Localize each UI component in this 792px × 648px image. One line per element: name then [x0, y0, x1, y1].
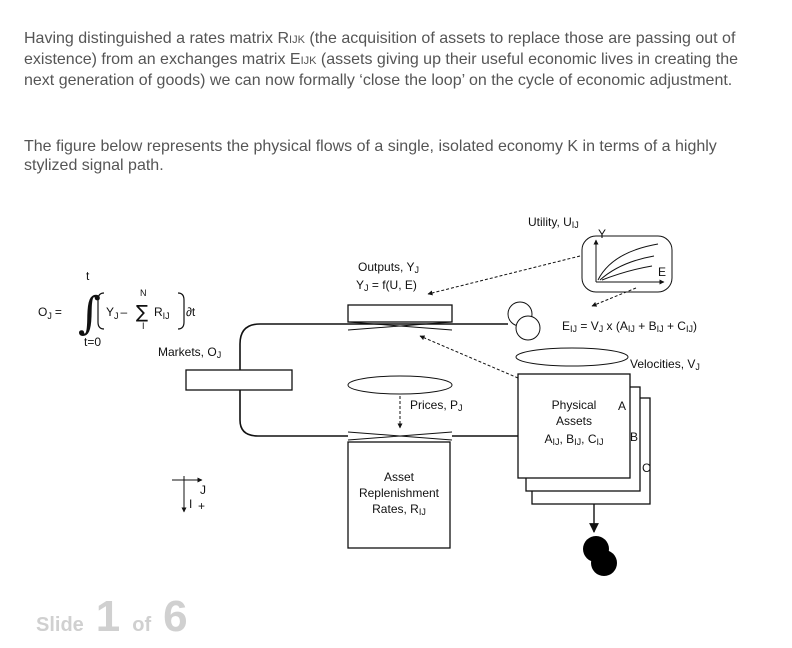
utility-e-label: E — [658, 265, 666, 279]
replenishment-line1: Asset — [384, 470, 415, 484]
markets-label: Markets, OJ — [158, 345, 221, 360]
sum-lower: I — [142, 321, 145, 331]
assets-to-outputs-arrow — [419, 335, 519, 379]
integral-equation: OJ= ∫ t t=0 YJ– N ∑ I RIJ ∂t — [38, 269, 196, 349]
replenishment-bowtie — [347, 431, 453, 441]
loop-bottom-path — [239, 390, 348, 437]
outputs-formula: YJ = f(U, E) — [356, 278, 417, 293]
eq-lower-limit: t=0 — [84, 335, 101, 349]
axis-i-label: I — [189, 497, 192, 511]
p1-subscript-1: IJK — [289, 34, 305, 46]
utility-to-outputs-arrow — [427, 255, 581, 296]
slide-counter: Slide 1 of 6 — [36, 592, 188, 642]
velocities-label: Velocities, VJ — [630, 357, 700, 372]
axis-plus-label: + — [198, 499, 205, 513]
replenishment-line2: Replenishment — [359, 486, 440, 500]
sum-sign: ∑ — [136, 302, 148, 323]
exchange-to-utility-arrow — [591, 287, 637, 307]
slide-current: 1 — [95, 592, 121, 641]
p1-text-a: Having distinguished a rates matrix R — [24, 30, 290, 47]
intro-paragraph-2: The figure below represents the physical… — [24, 138, 717, 174]
assets-line2: Assets — [556, 414, 592, 428]
exchange-equation: EIJ = VJ x (AIJ + BIJ + CIJ) — [562, 319, 697, 334]
slide-word: Slide — [36, 614, 84, 636]
slide-total: 6 — [163, 592, 188, 641]
integral-sign: ∫ — [78, 288, 101, 339]
eq-dt: ∂t — [186, 305, 196, 319]
utility-curve-3 — [601, 265, 653, 281]
velocities-ellipse — [515, 347, 629, 367]
p1-subscript-2: IJK — [300, 55, 317, 67]
assets-box-a — [517, 373, 631, 479]
p1-text-b: (the acquisition of assets to replace th… — [24, 30, 736, 68]
assets-line3: AIJ, BIJ, CIJ — [544, 432, 603, 447]
eq-y: YJ– — [106, 305, 128, 321]
p1-text-c: (assets giving up their useful economic … — [24, 51, 739, 89]
assets-tab-a: A — [618, 399, 626, 413]
loop-top-path — [239, 323, 508, 370]
utility-curve-1 — [597, 243, 659, 281]
sink-circle-2 — [591, 550, 617, 576]
exchange-source-circle-2 — [515, 315, 541, 341]
utility-label: Utility, UIJ — [528, 215, 579, 230]
axis-j-label: J — [200, 483, 206, 497]
markets-box — [185, 369, 293, 391]
eq-upper-limit: t — [86, 269, 90, 283]
assets-tab-c: C — [642, 461, 651, 475]
prices-label: Prices, PJ — [410, 398, 463, 413]
replenishment-line3: Rates, RIJ — [372, 502, 426, 517]
sum-upper: N — [140, 288, 147, 298]
right-bracket — [177, 292, 185, 330]
outputs-label: Outputs, YJ — [358, 260, 419, 275]
assets-tab-b: B — [630, 430, 638, 444]
eq-r: RIJ — [154, 305, 170, 321]
prices-ellipse — [347, 375, 453, 395]
utility-y-label: Y — [598, 227, 606, 241]
assets-line1: Physical — [552, 398, 597, 412]
slide-of-word: of — [132, 614, 152, 636]
left-bracket — [97, 292, 105, 330]
replenishment-box — [347, 441, 451, 549]
intro-paragraph-1: Having distinguished a rates matrix RIJK… — [24, 29, 769, 90]
utility-curve-2 — [599, 255, 655, 281]
eq-lhs: OJ= — [38, 305, 62, 321]
outputs-box — [347, 304, 453, 323]
